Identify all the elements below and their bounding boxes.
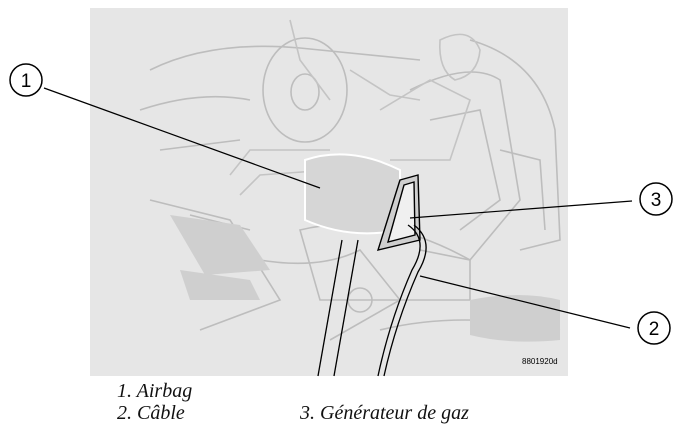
caption-gas-generator: 3. Générateur de gaz (300, 402, 469, 424)
caption-cable: 2. Câble (117, 402, 185, 424)
callout-2: 2 (637, 311, 671, 345)
cable-shape (377, 224, 427, 377)
airbag-shape (304, 153, 401, 235)
callout-3: 3 (639, 182, 673, 216)
floor-mats (170, 215, 560, 342)
svg-text:2: 2 (649, 319, 660, 340)
caption-airbag: 1. Airbag (117, 380, 193, 402)
svg-text:1: 1 (21, 71, 32, 92)
gas-generator-shape (376, 174, 421, 251)
support-lines (317, 239, 359, 377)
callout-1: 1 (9, 63, 43, 97)
airbag-diagram: 1 3 2 8801920d (9, 8, 673, 377)
occupant-figure (229, 19, 481, 196)
reference-code: 8801920d (522, 357, 558, 366)
leader-lines (43, 87, 633, 329)
svg-text:3: 3 (651, 190, 662, 211)
